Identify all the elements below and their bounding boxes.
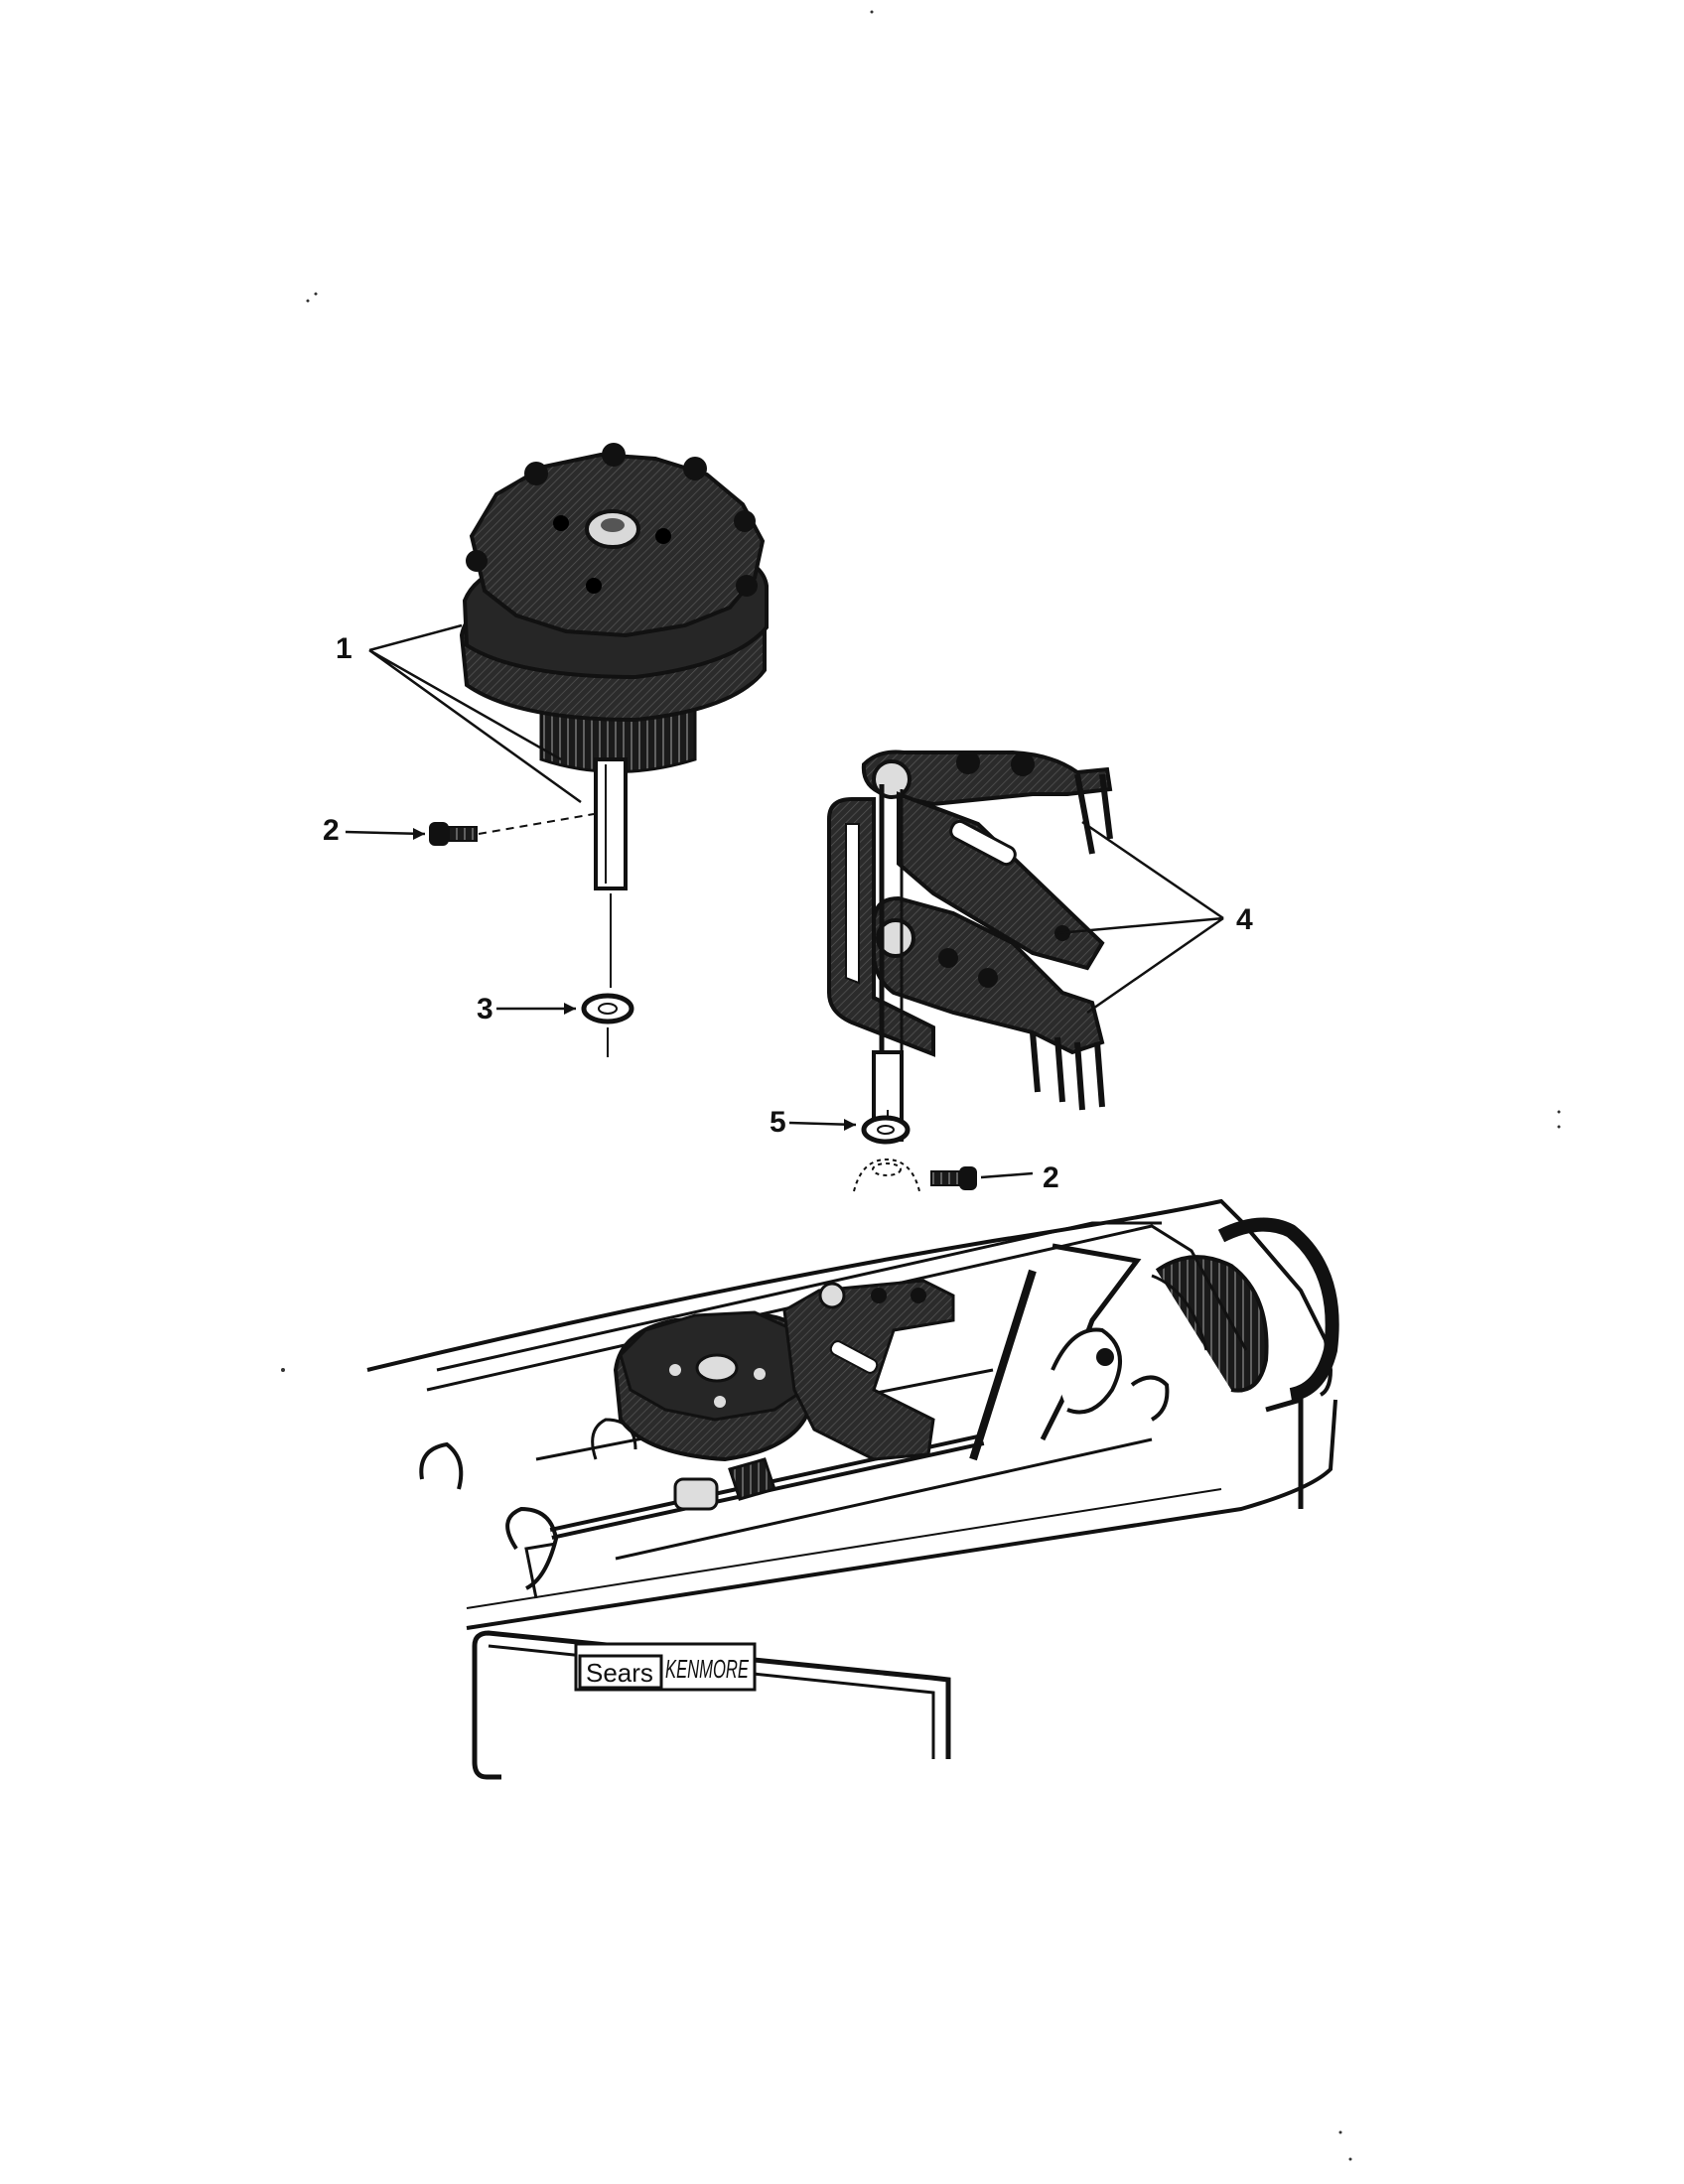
svg-text:1: 1 xyxy=(336,632,352,665)
svg-text:4: 4 xyxy=(1236,903,1253,936)
brand-kenmore: KENMORE xyxy=(665,1654,749,1684)
svg-text:3: 3 xyxy=(477,993,493,1025)
screw-icon xyxy=(930,1166,977,1190)
cam-stack-assembly xyxy=(459,443,769,890)
worm-gear xyxy=(673,1457,776,1511)
callout-1: 1 xyxy=(336,623,582,804)
svg-text:2: 2 xyxy=(323,814,340,847)
callout-4: 4 xyxy=(1056,820,1253,1015)
cam-follower-bracket xyxy=(827,750,1113,1142)
sewing-machine-head: Sears KENMORE xyxy=(366,1198,1339,1780)
screw-icon xyxy=(429,822,478,846)
washer-icon xyxy=(581,993,634,1024)
brand-plate: Sears KENMORE xyxy=(574,1642,757,1692)
scan-specks xyxy=(281,10,1561,2161)
svg-text:2: 2 xyxy=(1043,1161,1059,1194)
washer-icon xyxy=(861,1115,911,1145)
installed-cam-stack xyxy=(613,1310,815,1462)
installed-follower-bracket xyxy=(782,1279,955,1461)
callout-5-washer: 5 xyxy=(770,1106,920,1192)
brand-sears: Sears xyxy=(586,1658,653,1688)
callout-3-washer: 3 xyxy=(477,893,634,1057)
callout-2-screw-upper: 2 xyxy=(323,813,595,847)
svg-text:5: 5 xyxy=(770,1106,786,1139)
callout-2-screw-lower: 2 xyxy=(930,1161,1059,1194)
handwheel xyxy=(1151,1217,1339,1402)
